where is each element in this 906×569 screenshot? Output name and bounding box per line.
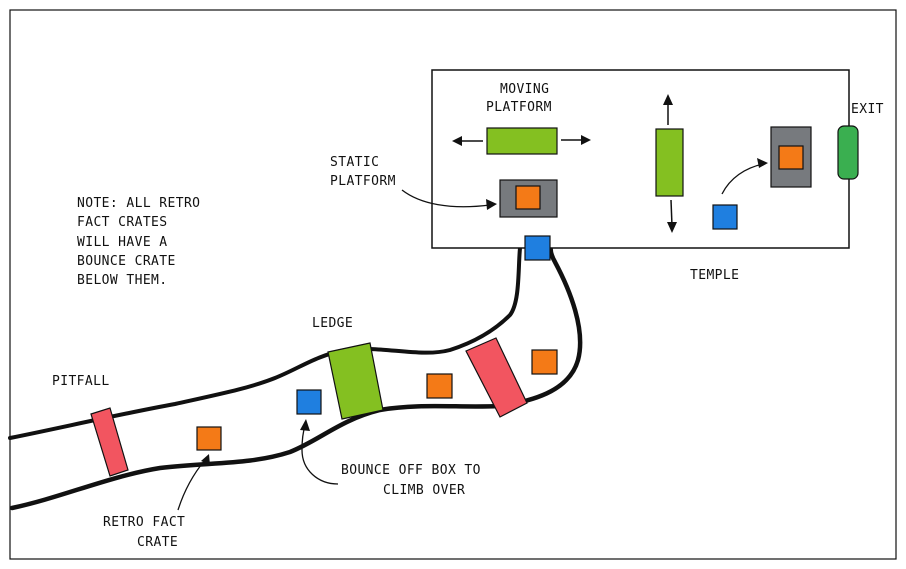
label-note-line2: FACT CRATES xyxy=(77,215,168,230)
label-moving-platform-line1: MOVING xyxy=(500,82,549,97)
label-temple: TEMPLE xyxy=(690,268,739,283)
curved-arrow-icon xyxy=(721,158,768,195)
retro-fact-crate-tunnel-1 xyxy=(196,426,222,451)
retro-fact-crate-static xyxy=(515,185,541,210)
bounce-pointer-icon xyxy=(300,419,339,485)
retro-fact-pointer-icon xyxy=(177,454,210,511)
static-platform-pointer-icon xyxy=(401,189,497,210)
tunnel-lower-edge xyxy=(9,243,583,511)
bounce-crate-temple xyxy=(712,204,738,230)
label-note-line3: WILL HAVE A xyxy=(77,235,168,250)
ledge-block xyxy=(327,342,384,420)
label-static-platform-line2: PLATFORM xyxy=(330,174,396,189)
label-pitfall: PITFALL xyxy=(52,374,110,389)
arrow-left-icon xyxy=(452,136,483,146)
frame-border xyxy=(9,9,897,560)
moving-platform-vertical xyxy=(655,128,684,197)
label-exit: EXIT xyxy=(851,102,884,117)
pitfall-bar xyxy=(90,407,129,477)
label-note-line5: BELOW THEM. xyxy=(77,273,168,288)
arrow-up-icon xyxy=(663,94,673,125)
label-ledge: LEDGE xyxy=(312,316,353,331)
retro-fact-crate-temple xyxy=(778,145,804,170)
bounce-crate-tunnel xyxy=(296,389,322,415)
arrow-right-icon xyxy=(561,135,591,145)
red-barrier xyxy=(465,337,528,418)
label-bounce-off-line1: BOUNCE OFF BOX TO xyxy=(341,463,481,478)
arrow-down-icon xyxy=(667,199,677,233)
retro-fact-crate-tunnel-3 xyxy=(531,349,558,375)
label-moving-platform-line2: PLATFORM xyxy=(486,100,552,115)
exit-door xyxy=(837,125,859,180)
label-retro-fact-line2: CRATE xyxy=(137,535,178,550)
label-retro-fact-line1: RETRO FACT xyxy=(103,515,185,530)
label-static-platform-line1: STATIC xyxy=(330,155,379,170)
label-note-line4: BOUNCE CRATE xyxy=(77,254,176,269)
moving-platform-horizontal xyxy=(486,127,558,155)
label-note-line1: NOTE: ALL RETRO xyxy=(77,196,200,211)
bounce-crate-entrance xyxy=(524,235,551,261)
retro-fact-crate-tunnel-2 xyxy=(426,373,453,399)
label-bounce-off-line2: CLIMB OVER xyxy=(383,483,465,498)
